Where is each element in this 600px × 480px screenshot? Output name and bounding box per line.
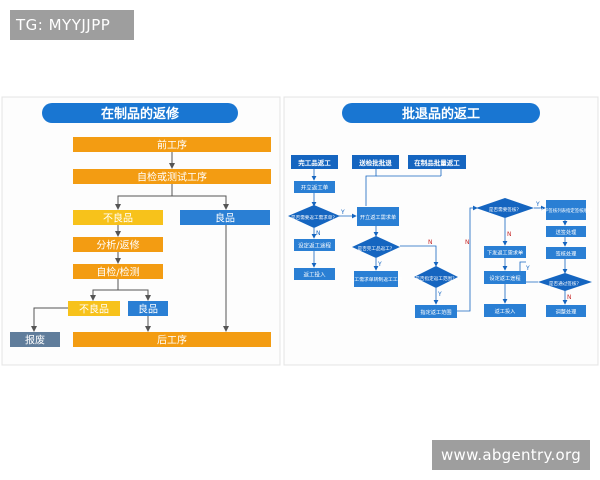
right-panel-title: 批退品的返工 <box>402 106 480 122</box>
box-good <box>180 210 270 225</box>
label-specify-range: 是否指定返工范围？ <box>415 275 456 282</box>
flag-n-1: N <box>316 230 321 237</box>
label-set-rework-flow: 设定返工途程 <box>298 242 332 250</box>
box-open-rework-req <box>357 207 399 226</box>
box-defective <box>73 210 163 225</box>
label-set-rework-flow-2: 设定返工途程 <box>489 274 520 282</box>
box-prev-process <box>73 137 271 152</box>
label-self-inspect-test: 自检或测试工序 <box>137 171 207 184</box>
label-good: 良品 <box>215 212 235 225</box>
corner-tag: TG: MYYJJPP <box>10 10 134 40</box>
label-inspect-reject: 送检批批退 <box>358 158 392 167</box>
decision-need-rework-req <box>288 205 340 228</box>
label-open-rework-order: 开立返工单 <box>301 184 329 192</box>
flag-labels: Y N N Y Y N Y N Y N <box>316 201 572 301</box>
label-specify-rework-range: 指定返工范围 <box>420 308 451 316</box>
flag-n-2: N <box>428 239 433 246</box>
box-next-process <box>73 332 271 347</box>
label-maintain-review-list: 维护签核列表指定签核顺序 <box>540 207 593 214</box>
decision-passed-review <box>538 273 592 291</box>
label-rework-input-2: 返工投入 <box>495 307 516 315</box>
label-defective: 不良品 <box>103 212 133 225</box>
decision-specify-range <box>414 266 458 288</box>
watermark: www.abgentry.org <box>432 440 590 470</box>
label-wip-batch-rework: 在制品批量返工 <box>414 158 460 167</box>
label-defective-2: 不良品 <box>79 303 109 316</box>
flag-n-4: N <box>507 231 512 238</box>
box-defective-2 <box>68 301 120 316</box>
flag-y-5: Y <box>525 265 530 272</box>
label-rework-req-to-order: 返工需求单转制返工工单 <box>350 276 403 283</box>
decision-wip-rework <box>352 236 400 258</box>
box-rework-req-to-order <box>354 271 398 287</box>
box-analysis-repair <box>73 237 163 252</box>
left-panel-title-pill <box>42 103 238 123</box>
box-adjust-process <box>546 305 586 317</box>
flag-y-1: Y <box>340 209 345 216</box>
flag-n-3: N <box>465 239 470 246</box>
box-specify-rework-range <box>415 305 457 318</box>
box-finished-rework <box>291 155 338 169</box>
box-good-2 <box>128 301 168 316</box>
label-adjust-process: 调整处理 <box>556 308 578 316</box>
box-inspect-reject <box>352 155 399 169</box>
label-rework-input: 返工投入 <box>303 271 326 279</box>
box-self-inspect-check <box>73 264 163 279</box>
flag-y-2: Y <box>377 261 382 268</box>
label-self-inspect-check: 自检/检测 <box>96 266 139 279</box>
left-connectors <box>31 152 229 332</box>
box-issue-rework-order <box>484 246 526 258</box>
box-scrap <box>10 332 60 347</box>
box-set-rework-flow <box>294 239 335 251</box>
label-finished-rework: 完工品返工 <box>298 158 331 167</box>
box-open-rework-order <box>294 181 335 193</box>
box-rework-input <box>294 268 335 280</box>
box-self-inspect-test <box>73 169 271 184</box>
label-need-rework-req: 是否需要返工需求单？ <box>291 214 337 221</box>
box-set-rework-flow-2 <box>484 271 526 284</box>
label-good-2: 良品 <box>138 303 158 316</box>
box-rework-input-2 <box>484 304 526 317</box>
flag-y-4: Y <box>535 201 540 208</box>
label-open-rework-req: 开立返工需求单 <box>360 213 396 221</box>
label-next-process: 后工序 <box>157 334 187 347</box>
label-wip-rework: 是否完工品返工？ <box>358 245 395 252</box>
box-wip-batch-rework <box>408 155 466 169</box>
box-maintain-review-list <box>546 200 586 220</box>
label-send-review: 送签处理 <box>556 228 578 236</box>
left-panel-title: 在制品的返修 <box>101 106 180 122</box>
decision-need-review <box>476 198 534 218</box>
label-prev-process: 前工序 <box>157 139 187 152</box>
label-analysis-repair: 分析/返修 <box>96 239 139 252</box>
label-issue-rework-order: 下发返工需求单 <box>487 249 523 257</box>
label-review-process: 签核处理 <box>556 250 578 258</box>
box-send-review <box>546 226 586 237</box>
label-passed-review: 是否通过签核？ <box>549 280 581 287</box>
box-review-process <box>546 247 586 259</box>
label-scrap: 报废 <box>25 334 45 347</box>
flag-n-5: N <box>567 294 572 301</box>
flag-y-3: Y <box>437 291 442 298</box>
right-panel <box>283 96 599 366</box>
label-need-review: 是否需要签核？ <box>489 206 521 213</box>
right-panel-title-pill <box>342 103 540 123</box>
